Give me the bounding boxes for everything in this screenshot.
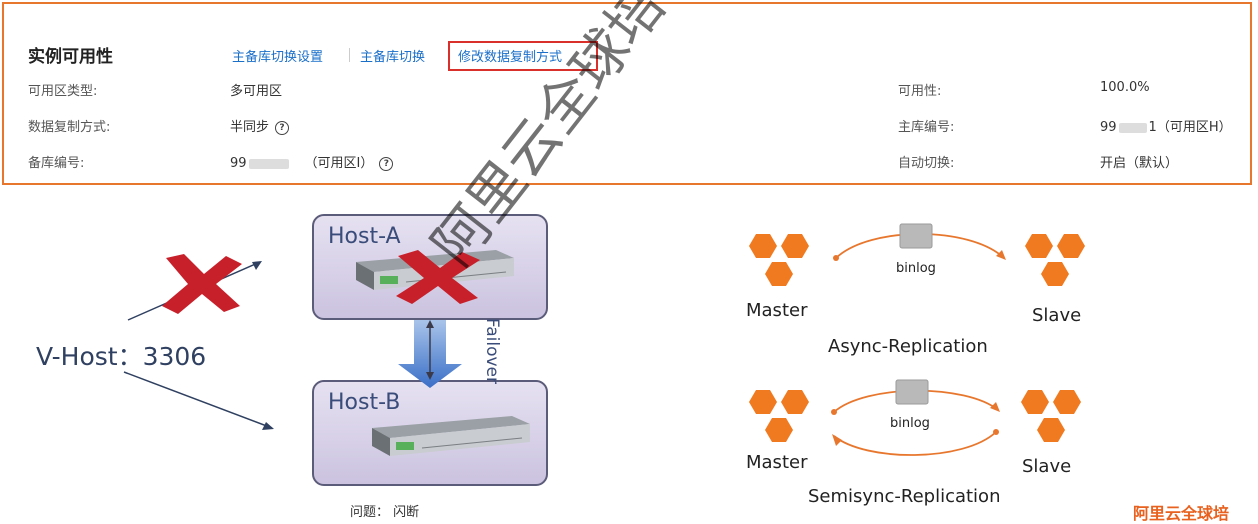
red-x-icon <box>162 254 242 314</box>
link-divider <box>349 48 350 62</box>
primary-id-prefix: 99 <box>1100 120 1117 135</box>
semisync-binlog-label: binlog <box>890 416 930 431</box>
red-x-icon <box>396 250 480 304</box>
hexagon-cluster-icon <box>1025 234 1085 286</box>
async-master-label: Master <box>746 300 808 321</box>
standby-id-prefix: 99 <box>230 156 247 171</box>
replication-mode-label: 数据复制方式: <box>28 120 111 135</box>
availability-value: 100.0% <box>1100 80 1150 95</box>
primary-zone: 1（可用区H） <box>1148 120 1232 135</box>
hexagon-cluster-icon <box>749 390 809 442</box>
question-circle-icon[interactable]: ? <box>379 156 394 171</box>
replication-mode-value-wrap: 半同步? <box>230 116 290 135</box>
panel-title: 实例可用性 <box>28 47 113 67</box>
standby-zone: （可用区I） <box>304 156 374 171</box>
async-replication-label: Async-Replication <box>828 336 988 357</box>
availability-label: 可用性: <box>898 84 942 99</box>
host-a-label: Host-A <box>328 224 401 249</box>
standby-id-value: 99 （可用区I）? <box>230 152 394 171</box>
question-circle-icon[interactable]: ? <box>275 120 290 135</box>
issue-note: 问题： 闪断 <box>350 505 420 520</box>
host-b-label: Host-B <box>328 390 401 415</box>
vhost-label: V-Host：3306 <box>36 342 207 371</box>
auto-switch-value: 开启（默认） <box>1100 156 1179 171</box>
hexagon-cluster-icon <box>749 234 809 286</box>
highlight-box <box>448 41 598 71</box>
async-slave-label: Slave <box>1032 305 1082 326</box>
semisync-replication-label: Semisync-Replication <box>808 486 1001 507</box>
hexagon-cluster-icon <box>1021 390 1081 442</box>
primary-id-value: 99 1（可用区H） <box>1100 116 1232 135</box>
brand-footer: 阿里云全球培 <box>1133 504 1230 523</box>
redacted-block <box>248 158 289 169</box>
redacted-block <box>1118 122 1147 133</box>
async-binlog-label: binlog <box>896 261 936 276</box>
standby-id-label: 备库编号: <box>28 156 85 171</box>
failover-arrow-icon <box>398 320 462 388</box>
switch-settings-link[interactable]: 主备库切换设置 <box>232 50 324 65</box>
switch-primary-standby-link[interactable]: 主备库切换 <box>360 50 426 65</box>
primary-id-label: 主库编号: <box>898 120 955 135</box>
zone-type-value: 多可用区 <box>230 84 283 99</box>
replication-mode-value: 半同步 <box>230 120 270 135</box>
document-icon <box>895 379 929 405</box>
semisync-arrows <box>831 389 1000 456</box>
semisync-master-label: Master <box>746 452 808 473</box>
semisync-slave-label: Slave <box>1022 456 1072 477</box>
rack-server-icon <box>372 416 530 456</box>
modify-replication-link[interactable]: 修改数据复制方式 <box>458 50 563 65</box>
auto-switch-label: 自动切换: <box>898 156 955 171</box>
zone-type-label: 可用区类型: <box>28 84 98 99</box>
document-icon <box>899 223 933 249</box>
failover-label: Failover <box>482 318 502 384</box>
instance-availability-panel: 实例可用性 主备库切换设置 主备库切换 修改数据复制方式 可用区类型: 多可用区… <box>2 2 1252 185</box>
